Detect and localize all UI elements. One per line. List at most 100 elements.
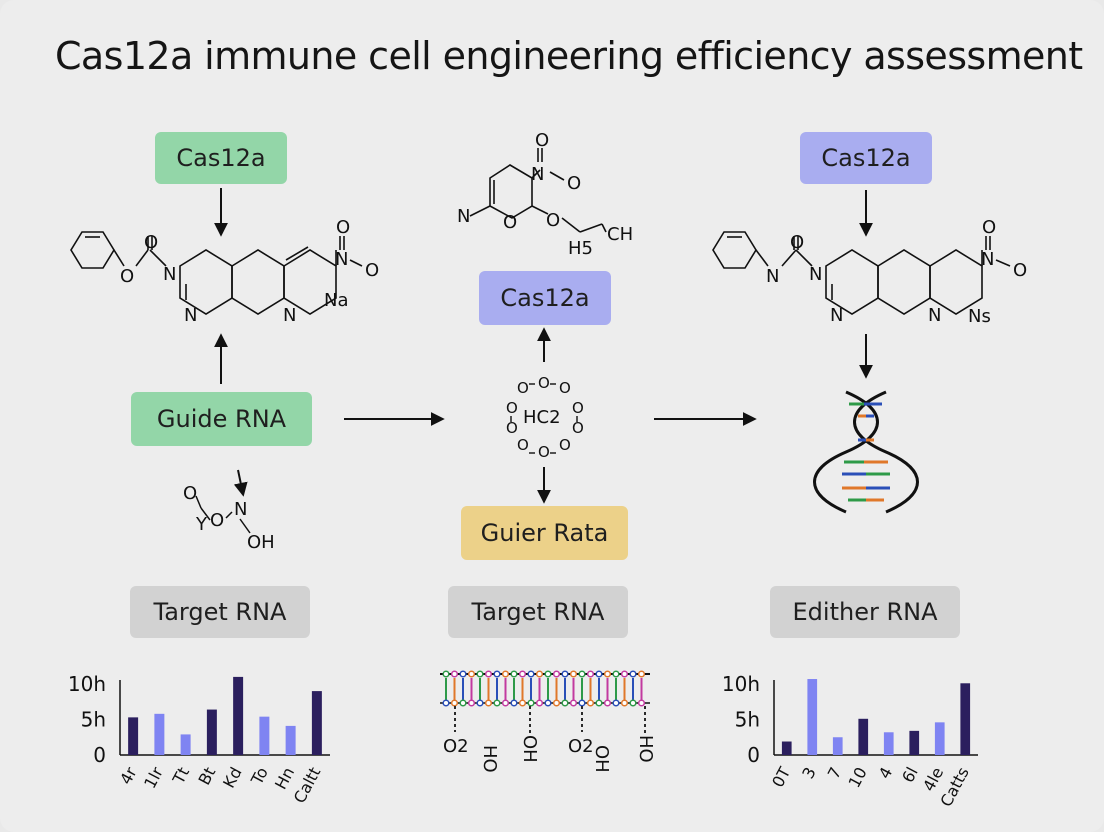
left-cas12a-box: Cas12a	[155, 132, 287, 184]
svg-text:O: O	[538, 374, 550, 392]
flow-arrows	[214, 188, 873, 504]
svg-text:HO: HO	[635, 735, 656, 763]
svg-text:N: N	[809, 264, 822, 285]
svg-text:O: O	[517, 379, 529, 397]
center-target-rna-label: Target RNA	[471, 598, 605, 626]
svg-text:O: O	[790, 232, 804, 253]
svg-text:O: O	[982, 217, 996, 238]
svg-text:O: O	[183, 483, 197, 504]
guide-rna-label: Guide RNA	[156, 405, 287, 433]
svg-text:O: O	[120, 266, 134, 287]
center-cas12a-box: Cas12a	[479, 271, 611, 325]
right-cas12a-label: Cas12a	[821, 144, 911, 172]
svg-text:HC2: HC2	[523, 407, 561, 428]
edither-rna-label: Edither RNA	[792, 598, 938, 626]
small-left-molecule	[195, 495, 251, 534]
x-tick-label: 7	[824, 764, 846, 782]
right-molecule	[712, 231, 1011, 315]
left-cas12a-label: Cas12a	[176, 144, 266, 172]
x-tick-label: 3	[798, 764, 820, 782]
svg-text:O: O	[365, 260, 379, 281]
bar-Catts	[960, 683, 971, 755]
center-top-molecule	[469, 148, 607, 233]
x-tick-label: 1lr	[140, 764, 167, 792]
left-target-rna-box: Target RNA	[130, 586, 310, 638]
svg-text:N: N	[234, 499, 247, 520]
right-cas12a-box: Cas12a	[800, 132, 932, 184]
svg-text:O: O	[546, 210, 560, 231]
svg-text:N: N	[928, 305, 941, 326]
svg-text:O: O	[503, 212, 517, 233]
svg-text:Y: Y	[195, 514, 208, 535]
bar-Tt	[180, 734, 191, 755]
svg-text:O: O	[559, 379, 571, 397]
y-tick-label: 0	[93, 743, 106, 767]
svg-text:N: N	[830, 305, 843, 326]
svg-text:O: O	[517, 436, 529, 454]
guide-rna-box: Guide RNA	[131, 392, 312, 446]
svg-text:O2: O2	[443, 736, 469, 757]
svg-text:O: O	[572, 399, 584, 417]
svg-text:O: O	[567, 173, 581, 194]
svg-text:N: N	[283, 305, 296, 326]
svg-text:N: N	[163, 264, 176, 285]
center-cas12a-label: Cas12a	[500, 284, 590, 312]
dna-helix-icon	[813, 390, 919, 514]
x-tick-label: Kd	[219, 764, 245, 791]
left-molecule-labels: O O N N N N O O Na	[120, 217, 379, 326]
left-target-rna-label: Target RNA	[153, 598, 287, 626]
svg-text:O: O	[210, 510, 224, 531]
y-tick-label: 0	[747, 743, 760, 767]
right-molecule-labels: O N N N N N O O Ns	[766, 217, 1027, 327]
x-tick-label: To	[247, 764, 272, 789]
bar-6l	[909, 730, 920, 755]
bar-Kd	[233, 676, 244, 755]
y-tick-label: 10h	[722, 672, 760, 696]
bar-1lr	[154, 713, 165, 755]
bar-Hn	[285, 725, 296, 755]
page-title: Cas12a immune cell engineering efficienc…	[55, 34, 1083, 78]
guier-rata-label: Guier Rata	[480, 519, 609, 547]
bar-7	[832, 737, 843, 755]
center-top-molecule-labels: O N O O O N H5 CH	[457, 130, 633, 259]
bar-4	[883, 732, 894, 755]
svg-text:N: N	[981, 249, 994, 270]
left-molecule	[70, 231, 363, 315]
arrow-small-down	[233, 469, 248, 497]
guier-rata-box: Guier Rata	[461, 506, 628, 560]
bar-To	[259, 716, 270, 755]
rna-ladder-labels: O2 HO OH O2 OH HO	[443, 735, 656, 773]
svg-text:O: O	[336, 217, 350, 238]
svg-text:OH: OH	[247, 532, 275, 553]
x-tick-label: 10	[844, 764, 870, 791]
svg-text:O: O	[538, 443, 550, 461]
svg-text:Ns: Ns	[968, 306, 991, 327]
svg-text:CH: CH	[607, 224, 633, 245]
bar-4r	[128, 717, 139, 755]
svg-text:N: N	[766, 266, 779, 287]
x-tick-label: Tt	[168, 764, 193, 788]
center-ring-molecule: HC2 O O O O O O O O O O	[506, 374, 584, 461]
x-tick-label: Caltt	[290, 764, 325, 806]
svg-text:O: O	[506, 399, 518, 417]
x-tick-label: 6l	[898, 764, 922, 786]
y-tick-label: 5h	[81, 708, 106, 732]
center-target-rna-box: Target RNA	[448, 586, 628, 638]
svg-text:O: O	[535, 130, 549, 151]
svg-text:O: O	[144, 232, 158, 253]
svg-text:O: O	[572, 419, 584, 437]
svg-text:H5: H5	[568, 238, 593, 259]
bar-3	[807, 679, 818, 755]
x-tick-label: 4	[875, 764, 897, 782]
svg-text:N: N	[184, 305, 197, 326]
svg-text:N: N	[335, 249, 348, 270]
bar-10	[858, 718, 869, 755]
svg-text:OH: OH	[591, 745, 612, 773]
x-tick-label: 4r	[116, 764, 141, 788]
bar-0T	[781, 741, 792, 755]
